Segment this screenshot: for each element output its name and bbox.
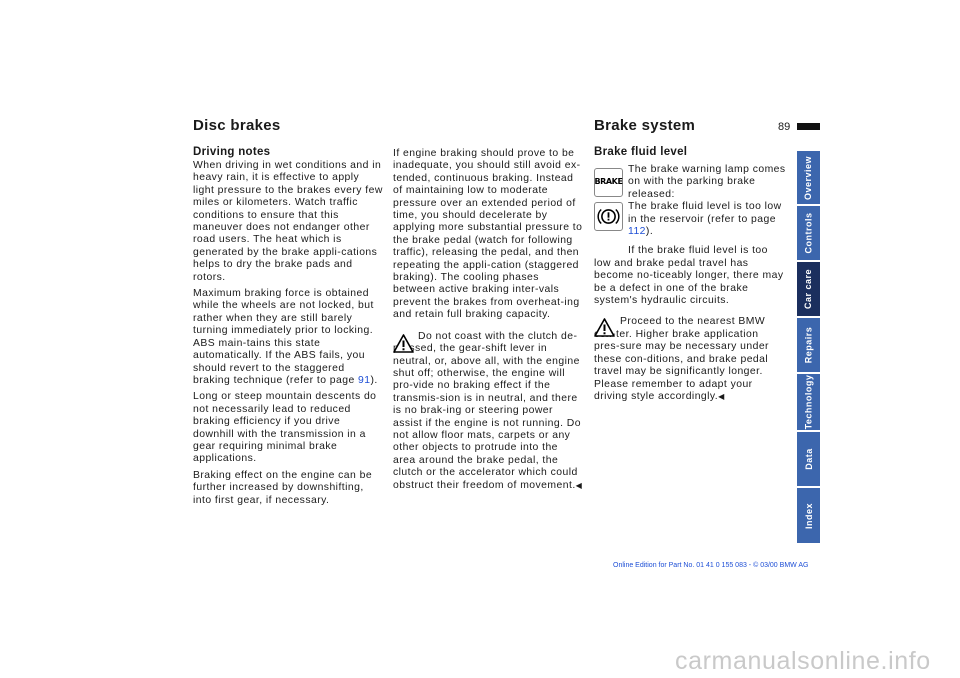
brake-fluid-heading: Brake fluid level [594,146,688,158]
page-link-91[interactable]: 91 [358,374,371,386]
left-page-title: Disc brakes [193,117,281,134]
brake-fluid-section: Brake fluid level BRAKE The brake warnin… [594,146,786,407]
engine-braking-section: If engine braking should prove to be ina… [393,148,583,496]
brake-lamp-label: BRAKE [594,177,623,187]
driving-notes-heading: Driving notes [193,146,271,158]
page-link-112[interactable]: 112 [628,226,646,238]
warning-triangle-icon [594,318,615,338]
driving-notes-paragraph: Maximum braking force is obtained while … [193,288,378,386]
tab-index[interactable]: Index [797,488,820,543]
brake-fluid-warning-text: Proceed to the nearest BMW cen-ter. High… [594,316,769,402]
end-mark: ◀ [718,391,725,401]
brake-circle-warning-icon [594,202,623,231]
brake-fluid-paragraph: If the brake fluid level is too low and … [594,245,784,307]
brake-fluid-warning: Proceed to the nearest BMW cen-ter. High… [594,316,786,403]
driving-notes-paragraph: When driving in wet conditions and in he… [193,160,383,283]
brake-fluid-paragraph: The brake warning lamp comes on with the… [628,164,786,200]
tab-car-care[interactable]: Car care [797,262,820,316]
engine-braking-paragraph: If engine braking should prove to be ina… [393,148,583,321]
brake-fluid-paragraph: The brake fluid level is too low in the … [628,201,782,238]
driving-notes-paragraph: Long or steep mountain descents do not n… [193,391,377,465]
warning-triangle-icon [393,333,414,353]
coasting-warning: Do not coast with the clutch de-pressed,… [393,331,583,492]
page-number: 89 [778,121,791,133]
tab-technology[interactable]: Technology [797,374,820,430]
right-page-title: Brake system [594,117,696,134]
tab-repairs[interactable]: Repairs [797,318,820,372]
footer-edition-text: Online Edition for Part No. 01 41 0 155 … [613,562,809,569]
watermark: carmanualsonline.info [675,647,931,675]
driving-notes-paragraph: Braking effect on the engine can be furt… [193,469,373,506]
tab-controls[interactable]: Controls [797,206,820,260]
driving-notes-section: Driving notes When driving in wet condit… [193,146,383,511]
tab-data[interactable]: Data [797,432,820,486]
end-mark: ◀ [575,480,583,490]
brake-lamp-icon: BRAKE [594,168,623,197]
tab-overview[interactable]: Overview [797,151,820,204]
coasting-warning-text: Do not coast with the clutch de-pressed,… [393,330,581,491]
page-number-bar [797,123,820,130]
